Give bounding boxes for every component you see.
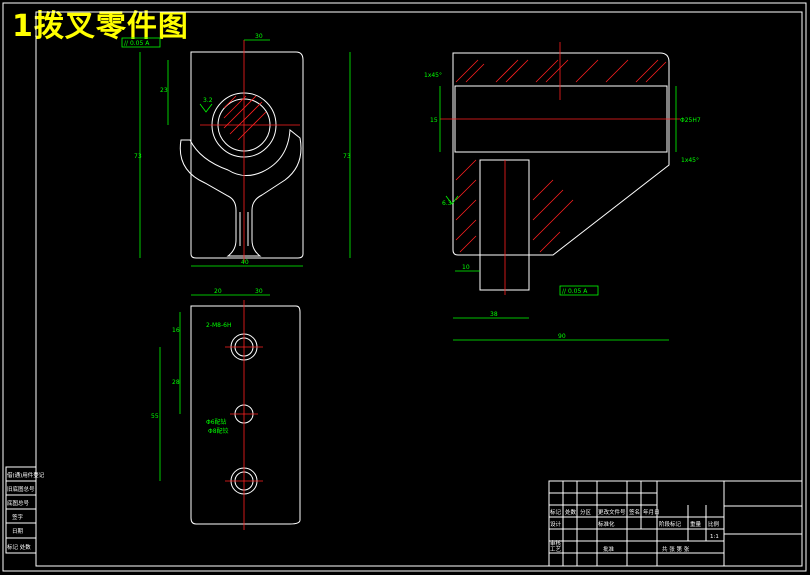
dim-plan-55-label: 55 <box>151 413 159 420</box>
hole-note: 2-M8-6H <box>206 322 231 329</box>
dim-sec-38-label: 38 <box>490 311 498 318</box>
left-strip-row-3: 签字 <box>12 513 24 521</box>
dim-plan-top-a: 20 <box>214 288 222 295</box>
section-hatch-bottom <box>455 159 574 253</box>
chamfer-r: 1x45° <box>681 157 699 164</box>
tol-frame-section <box>559 285 599 296</box>
dim-sec-bore-label: Φ25H7 <box>680 117 701 124</box>
plan-view-outline <box>190 305 301 525</box>
tb-r2-6: 比例 <box>708 520 720 528</box>
ra-section: 6.3 <box>442 200 452 207</box>
dim-front-height-right-label: 73 <box>343 153 351 160</box>
dim-plan-top-b: 30 <box>255 288 263 295</box>
tb-r2-2: 标准化 <box>598 520 615 528</box>
sheet-inner-border <box>35 11 803 567</box>
dim-sec-90-label: 90 <box>558 333 566 340</box>
dim-front-height-left-label: 73 <box>134 153 142 160</box>
title-block: 标记 处数 分区 更改文件号 签名 年月日 设计 标准化 阶段标记 重量 比例 … <box>548 480 803 567</box>
tb-r1-0: 标记 <box>550 508 562 516</box>
dim-sec-15-label: 15 <box>430 117 438 124</box>
dim-front-upper-label: 23 <box>160 87 168 94</box>
front-view-outline <box>190 51 304 259</box>
left-strip-row-5: 标记 处数 <box>7 543 31 551</box>
tb-r1-4: 签名 <box>629 508 640 516</box>
tb-r4-4: 共 张 第 张 <box>662 545 690 553</box>
tb-r1-3: 更改文件号 <box>598 508 626 516</box>
dim-plan-28-label: 28 <box>172 379 180 386</box>
section-slot <box>479 159 530 291</box>
tol-frame-front-label: // 0.05 A <box>124 40 150 47</box>
tb-r2-0: 设计 <box>550 520 562 528</box>
left-strip-row-2: 底图总号 <box>7 499 30 507</box>
tol-frame-front <box>121 37 161 48</box>
left-strip-row-4: 日期 <box>12 528 24 535</box>
ra-front: 3.2 <box>203 97 213 104</box>
tb-r1-5: 年月日 <box>643 508 660 516</box>
plan-view: 20 30 16 28 55 2-M8-6H Φ6配钻 Φ8配铰 <box>151 288 301 530</box>
chamfer-tl: 1x45° <box>424 72 442 79</box>
front-view: 40 73 73 23 30 // 0.05 A 3.2 <box>121 33 351 267</box>
section-outline <box>452 52 670 256</box>
left-strip-row-0: 借(通)用件登记 <box>7 471 45 479</box>
dim-front-top-b-label: 30 <box>255 33 263 40</box>
bore-hatch <box>223 95 267 141</box>
dim-plan-16-label: 16 <box>172 327 180 334</box>
tb-r2-5: 重量 <box>690 520 702 528</box>
section-hatch-top <box>455 59 667 83</box>
ra-front-mark <box>199 103 213 113</box>
left-strip-frame <box>5 466 37 554</box>
ra-section-mark <box>445 195 459 205</box>
hole-note-3: Φ8配铰 <box>208 427 229 435</box>
tb-r4-0: 工艺 <box>550 546 562 553</box>
hole-note-2: Φ6配钻 <box>206 418 227 426</box>
tb-r1-1: 处数 <box>565 508 577 516</box>
section-view: 1x45° 1x45° 15 Φ25H7 38 90 10 // 0.05 A … <box>424 42 701 341</box>
tol-frame-section-label: // 0.05 A <box>562 288 588 295</box>
tb-r2-4: 阶段标记 <box>659 520 682 528</box>
title-block-frame <box>548 480 803 567</box>
left-strip-table: 借(通)用件登记 旧底图总号 底图总号 签字 日期 标记 处数 <box>5 466 45 554</box>
fork-outline <box>179 129 302 257</box>
dim-front-width-label: 40 <box>241 259 249 266</box>
left-strip-row-1: 旧底图总号 <box>7 485 35 493</box>
tb-r4-2: 批准 <box>603 545 615 553</box>
tb-r1-2: 分区 <box>580 508 592 516</box>
tb-scale: 1:1 <box>710 534 719 540</box>
tb-r3-0: 审核 <box>550 539 562 547</box>
dim-sec-10-label: 10 <box>462 264 470 271</box>
